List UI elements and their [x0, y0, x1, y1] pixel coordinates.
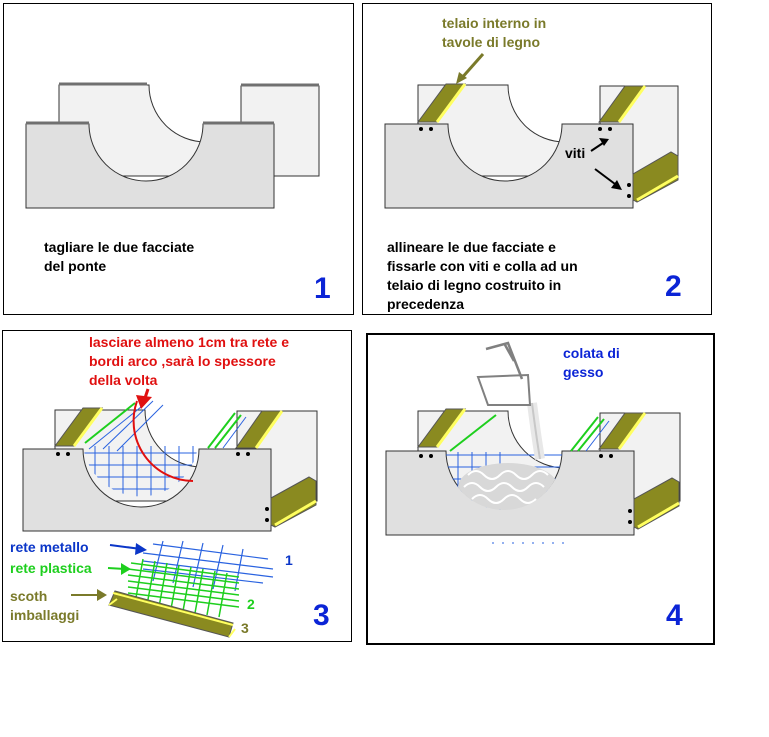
panel-step-3: lasciare almeno 1cm tra rete e bordi arc… — [2, 330, 352, 642]
caption-line: tagliare le due facciate — [44, 239, 195, 255]
step-number: 2 — [665, 270, 682, 303]
aligned-facades-drawing — [384, 53, 679, 209]
panel-step-1: tagliare le due facciate del ponte 1 — [3, 3, 354, 315]
frame-label: telaio interno in — [442, 15, 547, 31]
net-spacing-note: bordi arco ,sarà lo spessore — [89, 353, 276, 369]
metal-net-label: rete metallo — [10, 539, 89, 555]
layer-number: 1 — [285, 552, 293, 568]
caption-line: del ponte — [44, 258, 107, 274]
plaster-pour-label: colata di — [563, 345, 620, 361]
cut-facades-drawing — [25, 82, 320, 209]
screws-label: viti — [565, 145, 586, 161]
step-number: 4 — [666, 599, 683, 632]
plastic-net-label: rete plastica — [10, 560, 92, 576]
panel-step-2: telaio interno in tavole di legno viti a… — [362, 3, 712, 315]
plaster-pour-label: gesso — [563, 364, 604, 380]
caption-line: telaio di legno costruito in — [387, 277, 562, 293]
tape-label: scoth — [10, 588, 48, 604]
net-spacing-note: lasciare almeno 1cm tra rete e — [89, 334, 290, 350]
layer-number: 2 — [247, 596, 255, 612]
frame-label: tavole di legno — [442, 34, 541, 50]
layer-number: 3 — [241, 620, 249, 636]
net-spacing-note: della volta — [89, 372, 158, 388]
tape-label: imballaggi — [10, 607, 80, 623]
caption-line: precedenza — [387, 296, 465, 312]
step-number: 1 — [314, 272, 331, 305]
caption-line: fissarle con viti e colla ad un — [387, 258, 578, 274]
panel-step-4: colata di gesso 4 — [366, 333, 715, 645]
net-placement-drawing — [22, 388, 318, 638]
step-number: 3 — [313, 599, 330, 632]
plaster-pour-drawing — [385, 341, 681, 544]
caption-line: allineare le due facciate e — [387, 239, 556, 255]
